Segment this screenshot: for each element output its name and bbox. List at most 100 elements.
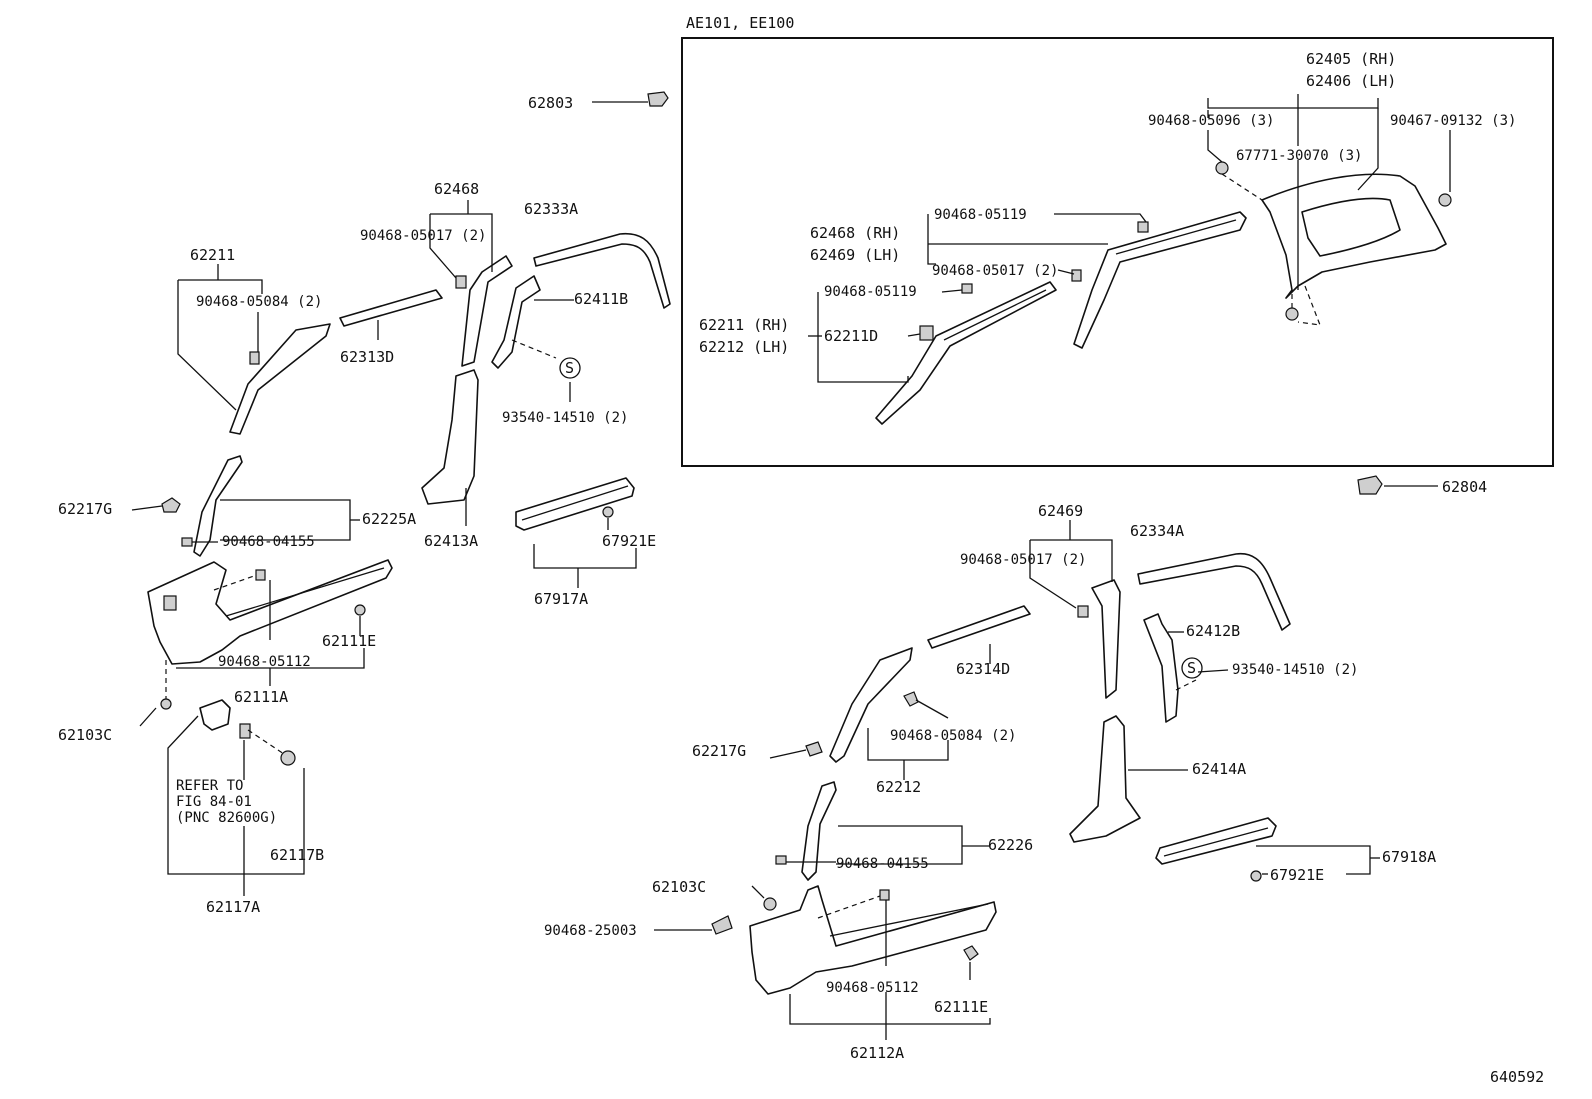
label-62211: 62211 <box>190 246 235 264</box>
clip-icon <box>249 351 260 365</box>
label-62103c: 62103C <box>58 726 112 744</box>
scuff-67918a <box>1155 817 1277 865</box>
label-62803: 62803 <box>528 94 573 112</box>
label-90468-04155: 90468-04155 <box>836 856 929 872</box>
label-62413a: 62413A <box>424 532 478 550</box>
clip-icon <box>903 691 919 707</box>
clip-62103c-icon <box>160 698 172 710</box>
label-refer-1: REFER TO <box>176 778 243 794</box>
label-62111e: 62111E <box>934 998 988 1016</box>
label-90468-05119-a: 90468-05119 <box>934 207 1027 223</box>
s-mark: S <box>565 359 574 377</box>
label-93540-14510: 93540-14510 (2) <box>502 410 628 426</box>
label-67918a: 67918A <box>1382 848 1436 866</box>
label-62111a: 62111A <box>234 688 288 706</box>
trim-62411b <box>491 275 541 369</box>
label-90468-05084: 90468-05084 (2) <box>890 728 1016 744</box>
leader <box>176 648 365 669</box>
dash <box>817 895 881 919</box>
leader <box>1197 669 1229 673</box>
label-67921e: 67921E <box>1270 866 1324 884</box>
leader <box>131 505 163 511</box>
trim-62313d <box>339 289 443 327</box>
leader <box>429 214 457 279</box>
label-62804: 62804 <box>1442 478 1487 496</box>
leader <box>178 279 263 294</box>
clip-62804-icon <box>1357 475 1383 495</box>
label-90468-05119-b: 90468-05119 <box>824 284 917 300</box>
label-62211-rh: 62211 (RH) <box>699 316 789 334</box>
label-90468-05017: 90468-05017 (2) <box>960 552 1086 568</box>
label-62334a: 62334A <box>1130 522 1184 540</box>
label-62212-lh: 62212 (LH) <box>699 338 789 356</box>
dash <box>213 575 255 591</box>
inset-clip-icon <box>1071 269 1082 282</box>
leader <box>1030 539 1113 582</box>
label-62469: 62469 <box>1038 502 1083 520</box>
label-refer-3: (PNC 82600G) <box>176 810 277 826</box>
inset-leader <box>1357 108 1379 191</box>
trim-62226 <box>801 781 837 881</box>
inset-pillar-trim <box>1073 211 1247 349</box>
label-90468-05017-inset: 90468-05017 (2) <box>932 263 1058 279</box>
inset-clip-icon <box>1438 193 1452 207</box>
sill-detail <box>225 567 385 617</box>
label-90468-25003: 90468-25003 <box>544 923 637 939</box>
inset-leader <box>907 333 921 337</box>
leader <box>867 728 949 761</box>
label-62226: 62226 <box>988 836 1033 854</box>
label-62414a: 62414A <box>1192 760 1246 778</box>
label-62468: 62468 <box>434 180 479 198</box>
trim-62314d <box>927 605 1031 649</box>
clip-icon <box>602 506 614 518</box>
leader <box>430 213 493 272</box>
inset-clip-icon <box>1285 307 1299 321</box>
scuff-67917a-detail <box>521 485 629 521</box>
inset-leader <box>941 289 963 293</box>
leader <box>836 825 963 865</box>
label-90468-05084: 90468-05084 (2) <box>196 294 322 310</box>
dash <box>1175 679 1197 691</box>
label-90468-05112: 90468-05112 <box>218 654 311 670</box>
label-62411b: 62411B <box>574 290 628 308</box>
clip-icon <box>775 855 787 865</box>
label-67921e: 67921E <box>602 532 656 550</box>
label-62103c: 62103C <box>652 878 706 896</box>
inset-62211d-icon <box>919 325 934 341</box>
clip-62217g-icon <box>805 741 823 757</box>
clip-icon <box>1250 870 1262 882</box>
pillar-62413a <box>421 369 479 505</box>
label-62117b: 62117B <box>270 846 324 864</box>
label-62112a: 62112A <box>850 1044 904 1062</box>
right-assembly: 62804 62469 62334A 90468-05017 (2) 62412… <box>544 475 1487 1062</box>
s-mark: S <box>1187 659 1196 677</box>
label-62217g: 62217G <box>58 500 112 518</box>
clip-62111e-icon <box>963 945 979 961</box>
cover-62117a <box>199 699 231 731</box>
clip-62111e-icon <box>354 604 366 616</box>
label-62117a: 62117A <box>206 898 260 916</box>
clip-icon <box>1077 605 1089 618</box>
inset-dash-line <box>1297 285 1321 326</box>
clip-icon <box>455 275 467 289</box>
inset-frame <box>681 37 1554 467</box>
inset-panel: AE101, EE100 <box>681 14 1554 467</box>
roof-rail-62333a <box>533 232 671 309</box>
pillar-62414a <box>1069 715 1141 843</box>
inset-quarter-window <box>1301 197 1401 257</box>
leader <box>769 749 807 759</box>
inset-leader <box>817 292 909 383</box>
leader <box>789 994 991 1025</box>
leader <box>915 699 949 719</box>
s-mark-circle <box>559 357 581 379</box>
label-67771-30070: 67771-30070 (3) <box>1236 148 1362 164</box>
label-90468-05096: 90468-05096 (3) <box>1148 113 1274 129</box>
inset-leader <box>927 214 936 265</box>
label-62333a: 62333A <box>524 200 578 218</box>
trim-62225a <box>193 455 243 557</box>
label-90468-05112: 90468-05112 <box>826 980 919 996</box>
pillar-62468 <box>461 255 513 367</box>
leader <box>1029 540 1077 609</box>
